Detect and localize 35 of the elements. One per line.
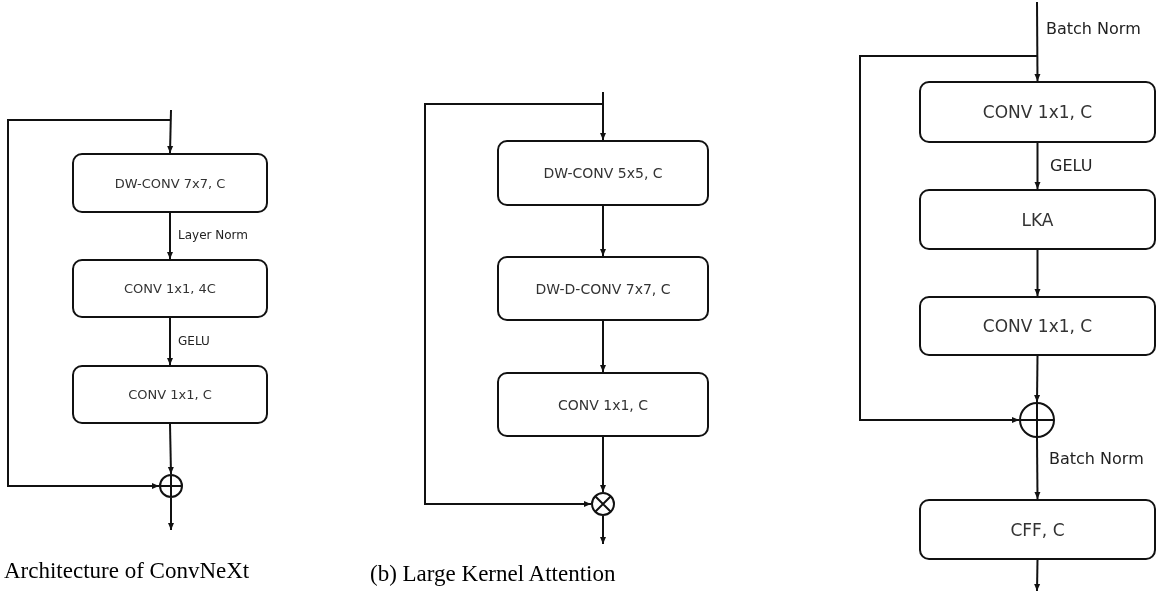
process-box: DW-CONV 7x7, C <box>72 153 268 213</box>
process-box: DW-CONV 5x5, C <box>497 140 709 206</box>
arrow <box>600 436 606 493</box>
process-box: CFF, C <box>919 499 1156 560</box>
process-box: DW-D-CONV 7x7, C <box>497 256 709 321</box>
arrow <box>1034 437 1041 500</box>
arrow <box>7 119 172 489</box>
process-box: CONV 1x1, C <box>919 81 1156 143</box>
arrow <box>1034 249 1041 297</box>
arrow <box>167 109 174 154</box>
arrow <box>859 55 1038 423</box>
arrow <box>1034 142 1041 190</box>
arrow <box>600 91 606 141</box>
process-box: CONV 1x1, 4C <box>72 259 268 318</box>
figure-caption: Architecture of ConvNeXt <box>4 558 250 584</box>
process-box: CONV 1x1, C <box>497 372 709 437</box>
multiply-operator-icon <box>591 492 615 516</box>
arrow <box>168 497 174 531</box>
arrow <box>1034 355 1041 403</box>
arrow <box>167 317 173 366</box>
arrow <box>424 103 604 507</box>
arrow <box>167 423 174 475</box>
arrow <box>600 515 606 545</box>
arrow <box>1034 1 1041 82</box>
edge-label: Layer Norm <box>178 229 248 243</box>
add-operator-icon <box>159 474 183 498</box>
process-box: LKA <box>919 189 1156 250</box>
arrow <box>600 205 606 257</box>
arrow <box>167 212 173 260</box>
add-operator-icon <box>1019 402 1055 438</box>
process-box: CONV 1x1, C <box>919 296 1156 356</box>
arrow <box>600 320 606 373</box>
arrow <box>1034 559 1041 592</box>
process-box: CONV 1x1, C <box>72 365 268 424</box>
figure-caption: (b) Large Kernel Attention <box>370 561 616 587</box>
